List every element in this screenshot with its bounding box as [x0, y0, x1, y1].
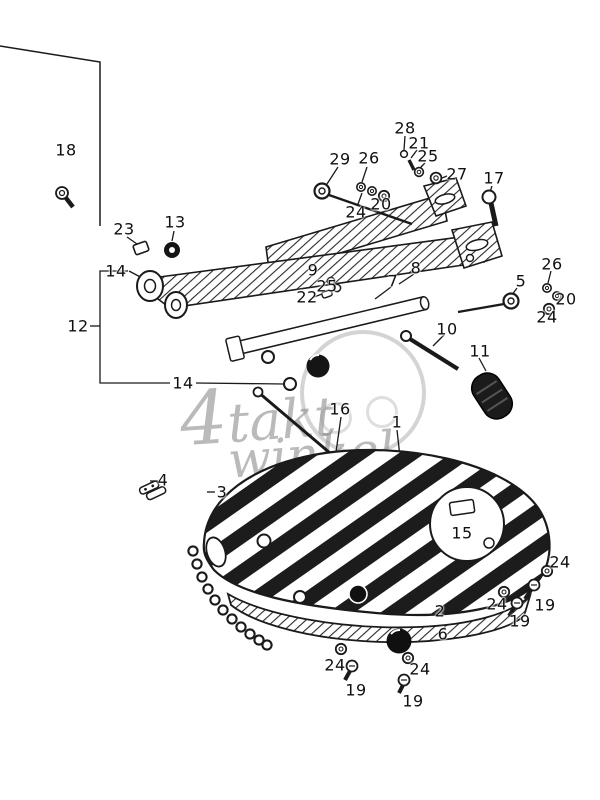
case-dark-hole: [348, 584, 368, 604]
axle-plate-hole: [465, 253, 475, 263]
label-plate-15: [448, 498, 476, 517]
pivot-eye-lower: [164, 291, 188, 319]
washers-nuts-right-cluster: [541, 282, 562, 316]
chain-master-link-4: [138, 480, 167, 501]
fasteners-9-25-22: [321, 276, 342, 299]
case-hole: [483, 537, 495, 549]
swingarm-assembly: [136, 177, 503, 472]
pivot-eye-upper: [136, 270, 164, 302]
case-hole: [293, 590, 307, 604]
axle-slot-far: [434, 193, 456, 205]
screw-19: [507, 596, 524, 618]
axle-slot-near: [465, 238, 489, 252]
chain-case-lower-2: [226, 592, 532, 644]
rubber-grip-11: [470, 372, 514, 420]
sprocket-inspection-area: [429, 486, 505, 562]
bolt-18: [55, 186, 75, 209]
chain-case-assembly: [202, 448, 551, 644]
bolt-17: [481, 189, 499, 227]
frame-reference-lines: [0, 45, 101, 226]
pivot-bushing: [283, 377, 297, 391]
watermark-moped-wheel-icon: [320, 402, 352, 434]
screw-19: [343, 659, 359, 681]
chain-adjuster-5: [457, 292, 520, 314]
bushing-23: [132, 240, 150, 256]
drive-chain-3: [187, 545, 273, 651]
pin-washer-stack-28-21-25: [399, 149, 425, 178]
dome-cap-6: [386, 628, 412, 654]
washers-nuts-top-cluster: [355, 182, 391, 203]
screw-19: [523, 578, 541, 601]
pivot-bolt-10: [400, 330, 460, 371]
washer-27: [429, 171, 443, 185]
washer-24: [401, 651, 415, 665]
pivot-bushing: [261, 350, 275, 364]
pivot-cross-tube: [225, 295, 430, 362]
chain-adjuster-29: [313, 182, 413, 226]
cap-nut-black: [306, 354, 330, 378]
washer-24: [334, 642, 348, 656]
watermark-moped-wheel-icon: [366, 396, 398, 428]
screw-19: [397, 673, 411, 694]
flange-nut-13: [164, 242, 180, 258]
case-hole: [256, 533, 272, 549]
chain-case-front-opening: [205, 536, 227, 568]
washer-24: [540, 564, 554, 578]
washer-24: [497, 585, 511, 599]
